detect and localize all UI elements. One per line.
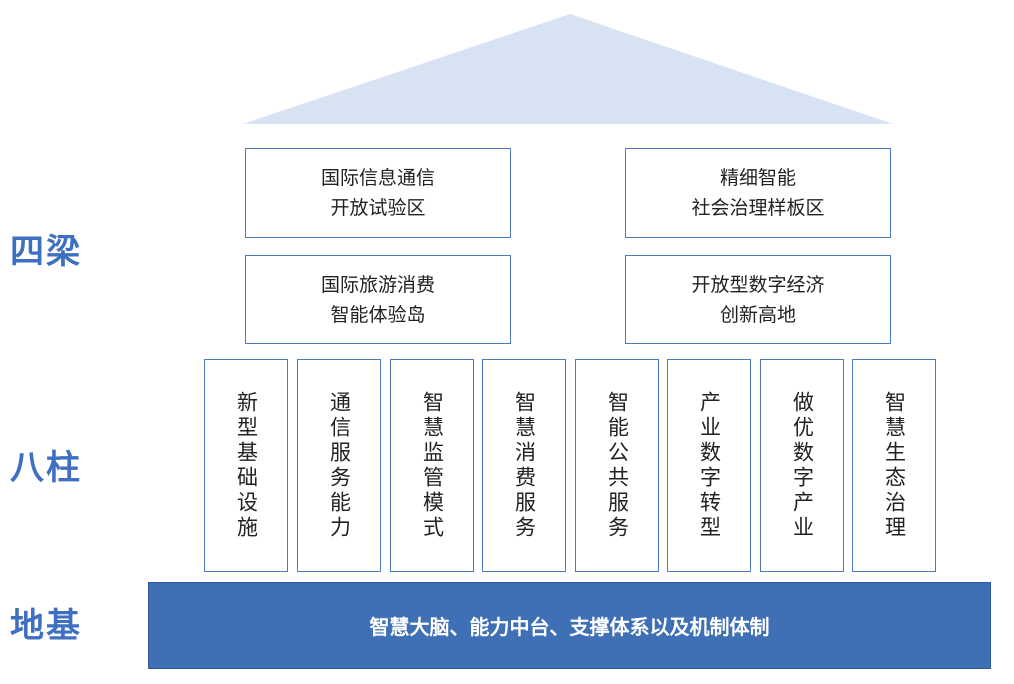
pillar-text: 新型基础设施 xyxy=(234,390,259,541)
pillar-text: 智慧生态治理 xyxy=(882,390,907,541)
beam-line: 创新高地 xyxy=(719,303,796,326)
beam-line: 开放试验区 xyxy=(330,197,426,219)
pillar-7: 做优数字产业 xyxy=(760,359,844,572)
pillar-5: 智能公共服务 xyxy=(575,359,659,572)
pillar-3: 智慧监管模式 xyxy=(390,359,474,572)
pillars-label: 八柱 xyxy=(10,448,82,488)
pillar-4: 智慧消费服务 xyxy=(482,359,566,572)
beam-box-info-comm: 国际信息通信 开放试验区 xyxy=(245,148,511,238)
pillar-6: 产业数字转型 xyxy=(667,359,751,572)
foundation-bar: 智慧大脑、能力中台、支撑体系以及机制体制 xyxy=(148,582,991,669)
pillar-2: 通信服务能力 xyxy=(297,359,381,572)
pillar-text: 智慧消费服务 xyxy=(512,390,537,541)
beam-box-digital-economy: 开放型数字经济 创新高地 xyxy=(625,255,891,344)
beam-line: 社会治理样板区 xyxy=(691,197,825,219)
pillar-text: 通信服务能力 xyxy=(327,390,352,541)
beam-line: 智能体验岛 xyxy=(330,303,426,326)
beam-box-social-governance: 精细智能 社会治理样板区 xyxy=(625,148,891,238)
beams-label: 四梁 xyxy=(10,232,82,272)
beam-line: 国际旅游消费 xyxy=(320,273,435,296)
pillar-text: 智慧监管模式 xyxy=(420,390,445,541)
pillar-8: 智慧生态治理 xyxy=(852,359,936,572)
pillar-text: 做优数字产业 xyxy=(790,390,815,541)
foundation-text: 智慧大脑、能力中台、支撑体系以及机制体制 xyxy=(369,615,770,639)
pillar-text: 产业数字转型 xyxy=(697,390,722,541)
beam-line: 精细智能 xyxy=(719,167,796,189)
pillar-text: 智能公共服务 xyxy=(605,390,630,541)
beam-line: 开放型数字经济 xyxy=(691,273,825,296)
beam-line: 国际信息通信 xyxy=(320,167,435,189)
pillar-1: 新型基础设施 xyxy=(204,359,288,572)
beam-box-tourism: 国际旅游消费 智能体验岛 xyxy=(245,255,511,344)
roof-triangle xyxy=(243,14,893,124)
foundation-label: 地基 xyxy=(10,606,82,646)
